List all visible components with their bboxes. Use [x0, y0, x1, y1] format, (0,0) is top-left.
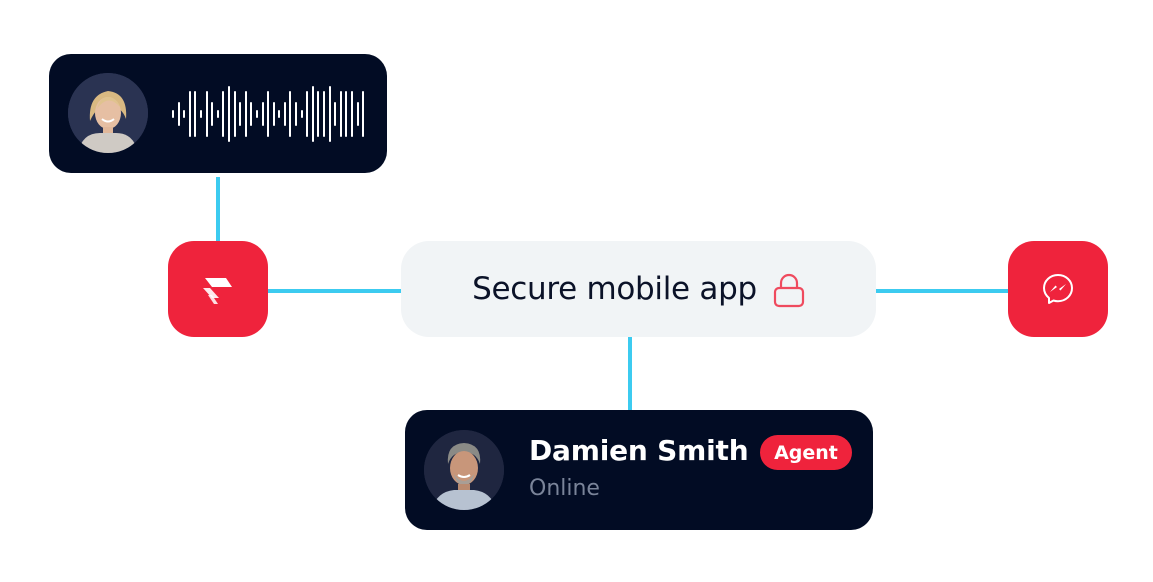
waveform-bar [345, 91, 348, 137]
waveform-bar [255, 110, 258, 118]
connector-voice-to-logo [216, 177, 220, 241]
waveform-bar [244, 91, 247, 137]
waveform-bar [295, 102, 298, 126]
waveform-bar [356, 102, 359, 126]
waveform-bar [278, 110, 281, 118]
waveform-bar [272, 102, 275, 126]
messenger-channel-tile[interactable] [1008, 241, 1108, 337]
waveform-bar [194, 91, 197, 137]
agent-status: Online [529, 476, 600, 501]
waveform-bar [188, 91, 191, 137]
waveform-bar [205, 91, 208, 137]
waveform-bar [233, 91, 236, 137]
connector-secure-to-messenger [876, 289, 1009, 293]
waveform-bar [250, 102, 253, 126]
waveform-bar [339, 91, 342, 137]
waveform-bar [283, 102, 286, 126]
brand-logo-icon [203, 278, 232, 304]
audio-waveform-icon [172, 84, 368, 144]
waveform-bar [227, 86, 230, 142]
waveform-bar [334, 102, 337, 126]
waveform-bar [267, 91, 270, 137]
messenger-icon [1043, 274, 1073, 304]
waveform-bar [289, 91, 292, 137]
waveform-bar [311, 86, 314, 142]
waveform-bar [222, 91, 225, 137]
waveform-bar [211, 102, 214, 126]
waveform-bar [239, 102, 242, 126]
connector-logo-to-secure [268, 289, 401, 293]
waveform-bar [183, 110, 186, 118]
waveform-bar [323, 91, 326, 137]
waveform-bar [362, 91, 365, 137]
waveform-bar [300, 110, 303, 118]
waveform-bar [351, 91, 353, 137]
waveform-bar [177, 102, 180, 126]
waveform-bar [317, 91, 320, 137]
waveform-bar [306, 91, 309, 137]
lock-icon [773, 273, 804, 308]
waveform-bar [216, 110, 219, 118]
caller-avatar [68, 73, 148, 153]
agent-card: Damien Smith Online Agent [405, 410, 873, 530]
waveform-bar [199, 110, 202, 118]
brand-channel-tile[interactable] [168, 241, 268, 337]
waveform-bar [328, 86, 331, 142]
agent-name: Damien Smith [529, 434, 749, 467]
agent-role-badge: Agent [760, 435, 852, 470]
secure-app-label: Secure mobile app [472, 271, 757, 307]
connector-secure-to-agent [628, 337, 632, 410]
secure-mobile-app-node: Secure mobile app [401, 241, 876, 337]
waveform-bar [172, 110, 174, 118]
waveform-bar [261, 102, 264, 126]
voice-call-card [49, 54, 387, 173]
agent-avatar [424, 430, 504, 510]
